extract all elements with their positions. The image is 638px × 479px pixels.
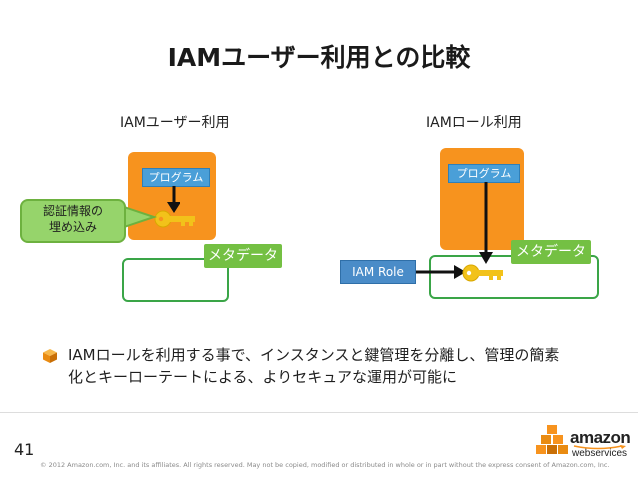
left-instance-box bbox=[128, 152, 216, 240]
right-program-label: プログラム bbox=[448, 164, 520, 183]
left-heading: IAMユーザー利用 bbox=[120, 115, 230, 131]
iam-role-label: IAM Role bbox=[340, 260, 416, 284]
right-metadata-label: メタデータ bbox=[511, 240, 591, 264]
bubble-line-1: 認証情報の bbox=[42, 204, 103, 218]
bullet-text: IAMロールを利用する事で、インスタンスと鍵管理を分離し、管理の簡素 化とキーロ… bbox=[68, 344, 628, 388]
aws-smile-icon bbox=[573, 445, 626, 450]
right-key-icon bbox=[462, 264, 503, 282]
page-number: 41 bbox=[14, 440, 35, 459]
left-arrow-icon bbox=[167, 186, 180, 213]
left-key-icon bbox=[154, 210, 195, 228]
bullet-line-2: 化とキーローテートによる、よりセキュアな運用が可能に bbox=[68, 368, 457, 386]
bullet-line-1: IAMロールを利用する事で、インスタンスと鍵管理を分離し、管理の簡素 bbox=[68, 346, 560, 364]
right-heading: IAMロール利用 bbox=[426, 115, 522, 131]
aws-logo-amazon: amazon bbox=[570, 428, 631, 447]
bullet-cube-icon bbox=[43, 349, 57, 363]
aws-cubes-icon bbox=[536, 425, 568, 454]
left-program-label: プログラム bbox=[142, 168, 210, 187]
credentials-bubble: 認証情報の 埋め込み bbox=[20, 199, 126, 243]
left-metadata-label: メタデータ bbox=[204, 244, 282, 268]
bubble-line-2: 埋め込み bbox=[48, 220, 97, 234]
aws-logo-webservices: webservices bbox=[572, 448, 628, 459]
footer-divider bbox=[0, 412, 638, 413]
page-title: IAMユーザー利用との比較 bbox=[167, 43, 471, 72]
right-arrows-icon bbox=[414, 182, 493, 279]
copyright-text: © 2012 Amazon.com, Inc. and its affiliat… bbox=[40, 461, 610, 469]
